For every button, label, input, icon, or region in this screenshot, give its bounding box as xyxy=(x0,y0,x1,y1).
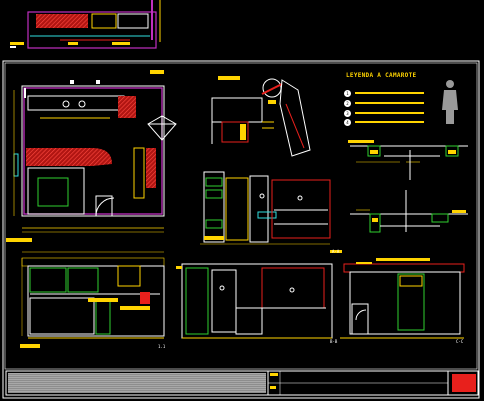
view-label-section-c: C-C xyxy=(456,339,464,344)
legend-bar-1 xyxy=(355,92,424,94)
legend-item-4: 4 xyxy=(344,118,424,126)
legend-title: LEYENDA A CAMAROTE xyxy=(346,72,417,79)
view-label-elev-1: 1.1 xyxy=(158,344,166,349)
sheet-frame xyxy=(2,60,480,399)
legend-bullet-3: 3 xyxy=(344,109,351,117)
title-block-hatch xyxy=(8,373,266,393)
elevation-3 xyxy=(340,258,465,339)
view-label-section-b: B-B xyxy=(330,339,338,344)
elevation-2 xyxy=(176,263,333,339)
view-label-section-a: A-A xyxy=(332,249,340,254)
legend-bullet-2: 2 xyxy=(344,99,351,107)
title-block xyxy=(5,370,479,396)
legend-bar-3 xyxy=(355,112,424,114)
elevation-1 xyxy=(20,251,165,348)
top-elevation-detail xyxy=(10,0,161,49)
legend-bar-4 xyxy=(355,121,424,123)
legend-bullet-4: 4 xyxy=(344,118,351,126)
legend-item-3: 3 xyxy=(344,109,424,117)
section-details xyxy=(330,140,468,253)
figure-silhouette-icon xyxy=(442,80,458,124)
middle-elevation xyxy=(200,171,331,245)
legend-item-2: 2 xyxy=(344,99,424,107)
floor-plan xyxy=(6,70,177,242)
legend-bullet-1: 1 xyxy=(344,89,351,97)
corner-detail xyxy=(211,76,311,157)
legend-bar-2 xyxy=(355,102,424,104)
legend-item-1: 1 xyxy=(344,89,424,97)
